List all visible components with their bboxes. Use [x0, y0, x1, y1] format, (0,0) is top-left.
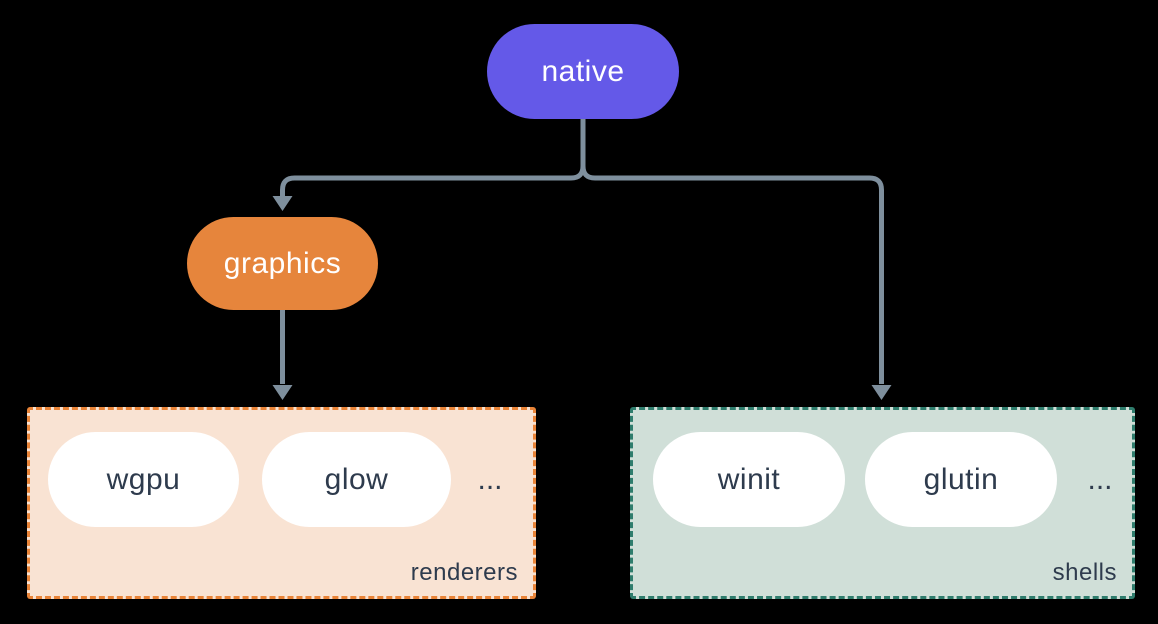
arrowhead-renderers [272, 385, 293, 400]
arrowhead-shells [871, 385, 892, 400]
node-glow: glow [262, 432, 451, 527]
renderers-ellipsis: ... [477, 462, 503, 496]
node-graphics: graphics [187, 217, 378, 310]
node-graphics-label: graphics [223, 246, 342, 280]
node-wgpu: wgpu [48, 432, 239, 527]
shells-ellipsis: ... [1087, 462, 1113, 496]
edge-native-shells [580, 119, 884, 384]
node-wgpu-label: wgpu [106, 462, 181, 496]
node-winit-label: winit [717, 462, 781, 496]
group-shells: winit glutin ... shells [630, 407, 1135, 599]
node-glutin-label: glutin [923, 462, 999, 496]
group-renderers: wgpu glow ... renderers [27, 407, 536, 599]
shells-group-label: shells [1052, 559, 1117, 586]
arrowhead-graphics [272, 196, 293, 211]
edge-native-graphics [280, 119, 586, 196]
node-glow-label: glow [324, 462, 389, 496]
renderers-group-label: renderers [410, 559, 518, 586]
node-native: native [487, 24, 679, 119]
node-native-label: native [541, 54, 625, 88]
node-glutin: glutin [865, 432, 1057, 527]
node-winit: winit [653, 432, 845, 527]
